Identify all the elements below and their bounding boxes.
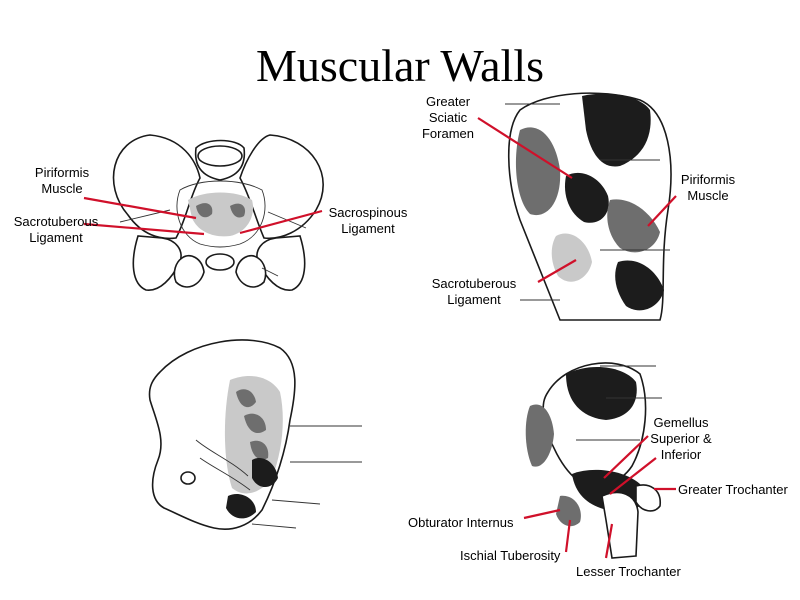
label-ischial-tuberosity: Ischial Tuberosity bbox=[460, 548, 561, 563]
label-lesser-trochanter: Lesser Trochanter bbox=[576, 564, 681, 579]
label-greater-sciatic-foramen: Greater Sciatic Foramen bbox=[421, 94, 475, 141]
label-piriformis-muscle-left: Piriformis Muscle bbox=[34, 165, 90, 196]
label-sacrospinous-ligament: Sacrospinous Ligament bbox=[328, 205, 408, 236]
leader-lesser-trochanter bbox=[604, 523, 614, 559]
leader-obturator-internus bbox=[523, 508, 561, 520]
leader-ischial-tuberosity bbox=[564, 519, 572, 553]
pelvis-anterior-illustration bbox=[112, 134, 324, 291]
label-sacrotuberous-ligament-right: Sacrotuberous Ligament bbox=[431, 276, 517, 307]
leader-piriformis-tr bbox=[647, 195, 677, 227]
leader-gemellus-sup bbox=[603, 435, 649, 479]
label-greater-trochanter: Greater Trochanter bbox=[678, 482, 788, 497]
leader-sacrotuberous-tr bbox=[537, 259, 577, 283]
leader-lines bbox=[83, 117, 677, 559]
leader-gemellus-inf bbox=[609, 457, 657, 495]
label-obturator-internus: Obturator Internus bbox=[408, 515, 514, 530]
pelvis-medial-illustration bbox=[148, 339, 362, 530]
label-piriformis-muscle-right: Piriformis Muscle bbox=[680, 172, 736, 203]
hip-posterior-illustration bbox=[505, 92, 672, 321]
slide-title: Muscular Walls bbox=[255, 40, 545, 91]
leader-piriformis-tl bbox=[83, 196, 197, 220]
label-gemellus-superior-inferior: Gemellus Superior & Inferior bbox=[650, 415, 712, 462]
leader-greater-sciatic bbox=[477, 117, 573, 179]
label-sacrotuberous-ligament-left: Sacrotuberous Ligament bbox=[13, 214, 99, 245]
leader-sacrotuberous-tl bbox=[83, 222, 205, 236]
leader-sacrospinous-tl bbox=[239, 209, 323, 235]
